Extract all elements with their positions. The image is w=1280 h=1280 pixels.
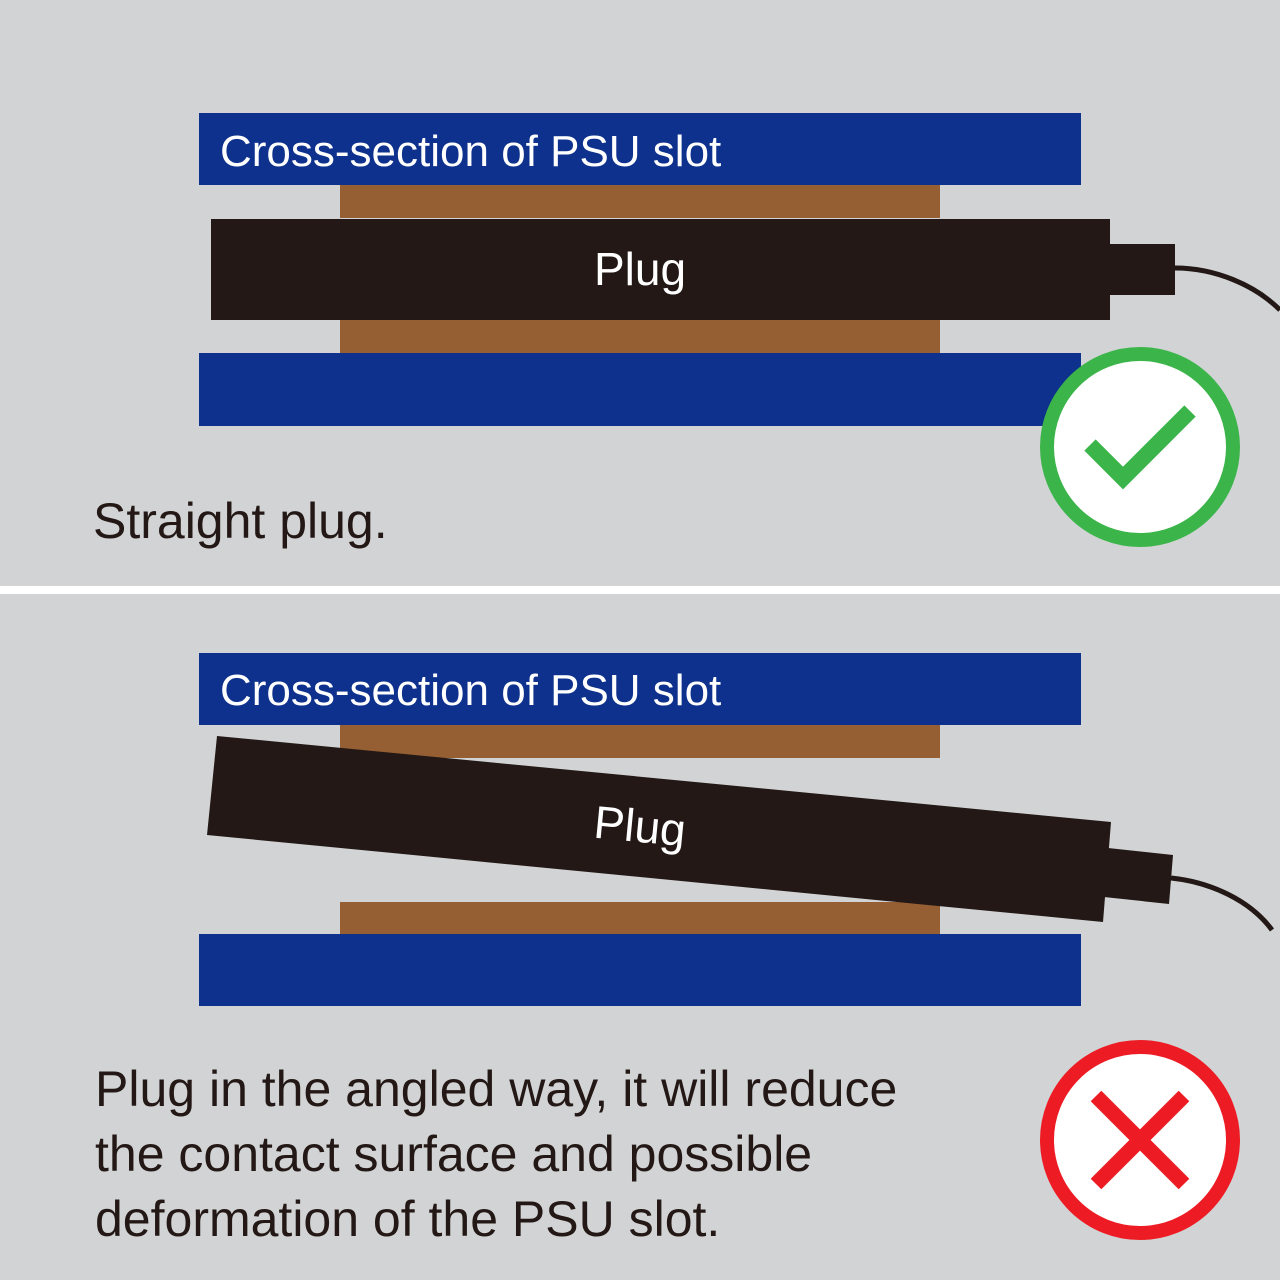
plug-body: [211, 219, 1110, 320]
plug-label: Plug: [594, 243, 686, 295]
plug-cable: [1170, 875, 1275, 932]
contact-bottom: [340, 320, 940, 353]
check-icon: [1040, 347, 1240, 547]
slot-label: Cross-section of PSU slot: [220, 127, 721, 176]
slot-bottom-wall: [199, 934, 1081, 1006]
slot-top-wall: [199, 113, 1081, 185]
contact-top: [340, 185, 940, 218]
plug-label: Plug: [592, 796, 689, 857]
caption-line-1: Plug in the angled way, it will reduce: [95, 1061, 897, 1117]
caption-line-3: deformation of the PSU slot.: [95, 1191, 720, 1247]
slot-label: Cross-section of PSU slot: [220, 666, 721, 715]
cross-icon: [1040, 1040, 1240, 1240]
divider: [0, 586, 1280, 594]
caption-line-2: the contact surface and possible: [95, 1126, 812, 1182]
top-panel-correct: Cross-section of PSU slot Plug Straight …: [93, 113, 1280, 549]
caption: Straight plug.: [93, 493, 388, 549]
plug-cable: [1174, 265, 1280, 312]
plug-body-angled: [207, 736, 1111, 922]
slot-top-wall: [199, 653, 1081, 725]
contact-top: [340, 725, 940, 758]
slot-bottom-wall: [199, 353, 1081, 426]
contact-bottom: [340, 902, 940, 935]
plug-connector: [1108, 244, 1175, 295]
plug-connector: [1104, 848, 1173, 904]
bottom-panel-incorrect: Cross-section of PSU slot Plug Plug in t…: [95, 653, 1275, 1247]
